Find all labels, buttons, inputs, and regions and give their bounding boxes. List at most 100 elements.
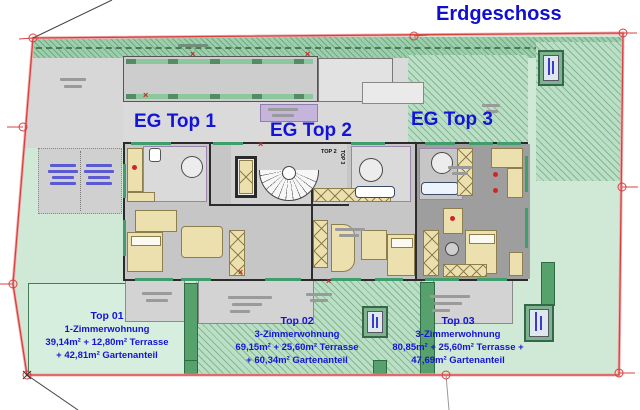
marker-dot — [493, 188, 498, 193]
parking-marking — [86, 164, 112, 167]
wall — [415, 144, 417, 279]
parking-marking — [84, 170, 114, 173]
wardrobe-top2 — [313, 220, 328, 268]
marker-dot — [493, 172, 498, 177]
apartment-name: Top 03 — [441, 315, 475, 327]
elevator-shaft-x — [239, 160, 253, 194]
window — [131, 142, 171, 145]
wall — [209, 204, 349, 206]
apartment-type: 3-Zimmerwohnung — [254, 329, 340, 340]
sofa-top2 — [331, 224, 355, 272]
annotation-text-blur — [310, 299, 328, 302]
apartment-area: 69,15m² + 25,60m² Terrasse — [235, 342, 359, 353]
wall — [209, 144, 211, 204]
shaft-mark — [552, 61, 554, 75]
apartment-area: 39,14m² + 12,80m² Terrasse — [45, 337, 169, 348]
shaft-mark — [548, 58, 550, 75]
window — [425, 142, 455, 145]
wardrobe-top3 — [443, 264, 487, 277]
parking-marking — [88, 176, 110, 179]
annotation-text-blur — [335, 228, 365, 231]
survey-x-mark: × — [143, 90, 149, 100]
window — [525, 208, 528, 248]
annotation-text-blur — [232, 303, 262, 306]
kitchen-island-top3 — [443, 208, 463, 234]
annotation-text-blur — [230, 310, 250, 313]
light-shaft-window — [543, 55, 559, 81]
garage-green-edge — [126, 94, 313, 99]
apartment-garden: + 42,81m² Gartenanteil — [56, 350, 158, 361]
survey-line — [26, 374, 79, 410]
annotation-text-blur — [306, 293, 332, 296]
parking-area — [38, 148, 122, 214]
shower-top1 — [181, 156, 203, 178]
apartment-name: Top 01 — [90, 310, 124, 322]
apartment-name: Top 02 — [280, 315, 314, 327]
parking-marking — [50, 182, 76, 185]
window — [351, 142, 385, 145]
washer-top3 — [431, 152, 453, 174]
sofa-top3 — [507, 168, 523, 198]
window — [425, 278, 459, 281]
apartment-info-top02: Top 02 3-Zimmerwohnung 69,15m² + 25,60m²… — [203, 315, 391, 367]
entry-label-top3: TOP 3 — [339, 150, 345, 165]
light-shaft-icon — [538, 50, 564, 86]
annotation-text-blur — [60, 78, 86, 81]
bathtub-top2 — [355, 186, 395, 198]
toilet-top1 — [149, 148, 161, 162]
survey-x-mark: × — [190, 49, 196, 59]
window — [331, 278, 361, 281]
parking-marking — [48, 170, 78, 173]
stair-hub — [282, 166, 296, 180]
apartment-area: 80,85m² + 25,60m² Terrasse + — [392, 342, 524, 353]
window — [477, 278, 507, 281]
stove-dot — [132, 165, 137, 170]
annotation-text-blur — [142, 292, 172, 295]
annotation-text-blur — [448, 166, 472, 169]
annotation-text-blur — [268, 108, 298, 111]
window — [497, 142, 521, 145]
unit-label-eg-top-3: EG Top 3 — [411, 109, 493, 130]
unit-label-eg-top-1: EG Top 1 — [134, 111, 216, 132]
driveway — [24, 58, 123, 148]
stove-dot — [450, 216, 455, 221]
window — [135, 278, 173, 281]
annotation-text-blur — [272, 114, 294, 117]
building-footprint — [123, 142, 530, 281]
bed-pillow — [391, 238, 413, 248]
window — [525, 156, 528, 192]
annotation-text-blur — [228, 296, 272, 299]
apartment-type: 3-Zimmerwohnung — [415, 329, 501, 340]
survey-x-mark: × — [326, 276, 332, 286]
kitchen-counter-top1 — [127, 192, 155, 202]
hedge-post — [184, 360, 198, 374]
garage-green-edge — [126, 59, 313, 64]
apartment-garden: + 60,34m² Gartenanteil — [246, 355, 348, 366]
elevator — [235, 156, 257, 198]
parking-marking — [52, 176, 74, 179]
window — [123, 164, 126, 198]
survey-x-mark: × — [305, 49, 311, 59]
annotation-text-blur — [430, 295, 470, 298]
window — [375, 278, 403, 281]
annotation-text-blur — [178, 44, 208, 47]
bed-pillow — [131, 236, 161, 246]
bathtub-top3 — [421, 182, 459, 195]
sofa-top3 — [491, 148, 523, 168]
apartment-info-top01: Top 01 1-Zimmerwohnung 39,14m² + 12,80m²… — [18, 310, 196, 362]
annotation-text-blur — [432, 309, 450, 312]
apartment-garden: 47,69m² Gartenanteil — [411, 355, 505, 366]
bed-pillow — [469, 234, 495, 244]
table-top3 — [445, 242, 459, 256]
window — [213, 142, 243, 145]
annotation-text-blur — [452, 172, 468, 175]
annotation-text-blur — [434, 302, 462, 305]
wardrobe-top3 — [423, 230, 439, 276]
entry-label-top2: TOP 2 — [321, 149, 337, 155]
survey-x-mark: × — [238, 267, 244, 277]
shed-panel — [362, 82, 424, 104]
apartment-type: 1-Zimmerwohnung — [64, 324, 150, 335]
parking-marking — [50, 164, 76, 167]
parking-divider — [80, 151, 81, 211]
garage-building — [123, 56, 318, 102]
